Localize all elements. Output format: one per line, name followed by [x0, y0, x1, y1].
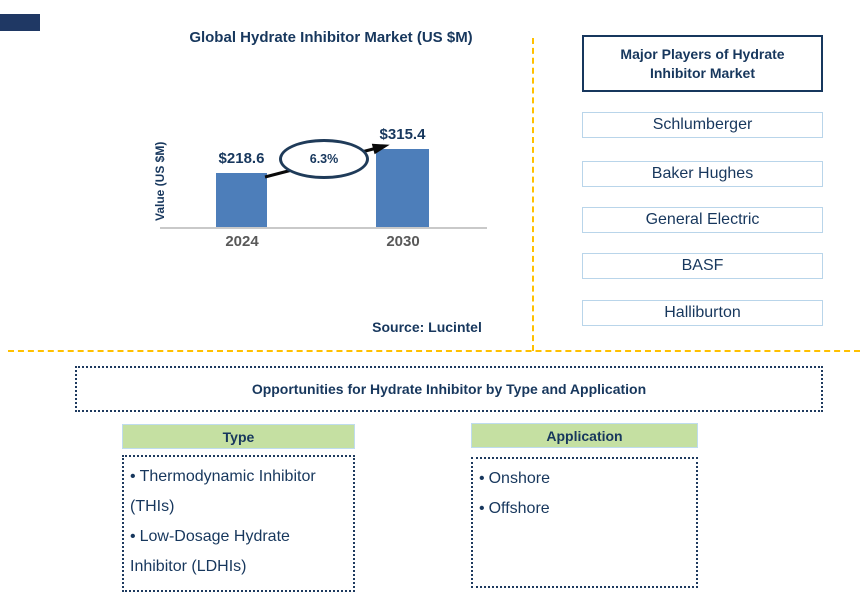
vertical-divider: [532, 38, 534, 351]
bar-group-2030: $315.4: [376, 126, 429, 227]
list-item-label: Low-Dosage Hydrate Inhibitor (LDHIs): [130, 528, 290, 575]
bar-value-label-2024: $218.6: [218, 150, 265, 167]
player-item-general-electric: General Electric: [582, 207, 823, 233]
chart-title: Global Hydrate Inhibitor Market (US $M): [189, 29, 473, 46]
growth-rate-ellipse: 6.3%: [279, 139, 369, 179]
list-item-offshore: •Offshore: [479, 494, 690, 524]
type-list-box: •Thermodynamic Inhibitor (THIs) •Low-Dos…: [122, 455, 355, 592]
list-item-low-dosage-hydrate-inhibitor: •Low-Dosage Hydrate Inhibitor (LDHIs): [130, 522, 347, 582]
players-panel-title: Major Players of Hydrate Inhibitor Marke…: [582, 35, 823, 92]
list-item-label: Thermodynamic Inhibitor (THIs): [130, 468, 316, 515]
player-item-baker-hughes: Baker Hughes: [582, 161, 823, 187]
list-item-onshore: •Onshore: [479, 464, 690, 494]
corner-mark: [0, 14, 40, 31]
bar-group-2024: $218.6: [216, 150, 267, 227]
bullet-icon: •: [130, 468, 136, 485]
bullet-icon: •: [130, 528, 136, 545]
player-item-basf: BASF: [582, 253, 823, 279]
list-item-label: Onshore: [488, 470, 550, 487]
growth-rate-label: 6.3%: [309, 152, 339, 166]
horizontal-divider: [8, 350, 860, 352]
bar-2024: [216, 173, 267, 227]
player-item-schlumberger: Schlumberger: [582, 112, 823, 138]
source-label: Source: Lucintel: [372, 319, 482, 335]
x-tick-2030: 2030: [386, 233, 420, 250]
bullet-icon: •: [479, 470, 485, 487]
bar-chart: $218.6 $315.4: [160, 57, 487, 229]
list-item-thermodynamic-inhibitor: •Thermodynamic Inhibitor (THIs): [130, 462, 347, 522]
bullet-icon: •: [479, 500, 485, 517]
player-item-halliburton: Halliburton: [582, 300, 823, 326]
bar-value-label-2030: $315.4: [379, 126, 426, 143]
application-column-header: Application: [471, 423, 698, 448]
opportunities-title: Opportunities for Hydrate Inhibitor by T…: [251, 381, 647, 397]
list-item-label: Offshore: [488, 500, 550, 517]
opportunities-title-box: Opportunities for Hydrate Inhibitor by T…: [75, 366, 823, 412]
application-list-box: •Onshore •Offshore: [471, 457, 698, 588]
type-column-header: Type: [122, 424, 355, 449]
x-tick-2024: 2024: [225, 233, 259, 250]
bar-2030: [376, 149, 429, 227]
